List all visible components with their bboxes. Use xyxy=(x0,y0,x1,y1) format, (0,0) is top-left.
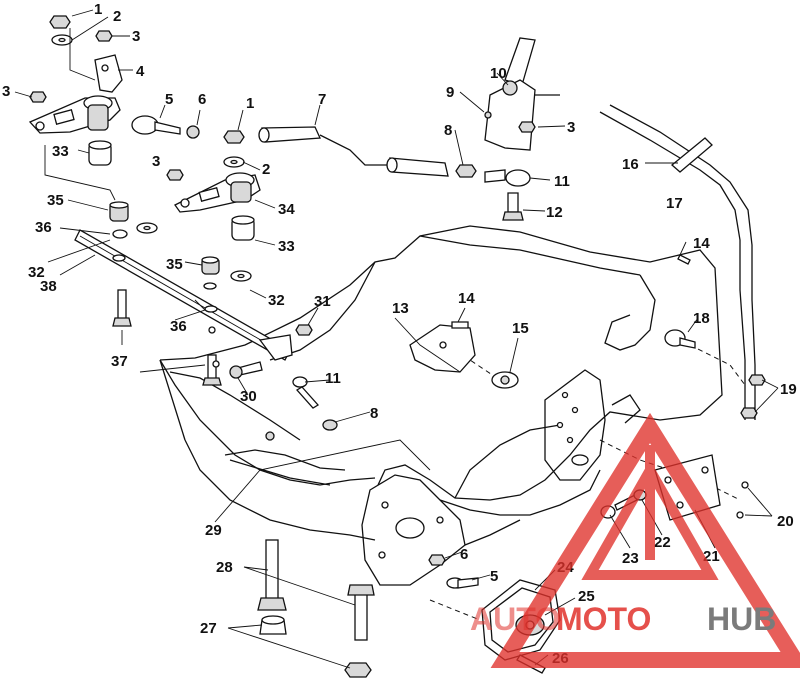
bushing-icon xyxy=(88,140,255,275)
tie-rod-7 xyxy=(258,126,449,177)
callout-34: 34 xyxy=(278,201,295,218)
callout-3c: 3 xyxy=(152,153,160,170)
callout-12: 12 xyxy=(546,204,563,221)
callout-3: 3 xyxy=(132,28,140,45)
callout-7: 7 xyxy=(318,91,326,108)
callout-16: 16 xyxy=(622,156,639,173)
pivot-18 xyxy=(664,329,696,349)
washer-icon xyxy=(51,34,252,313)
callout-6b: 6 xyxy=(460,546,468,563)
callout-labels: 1 2 3 3 4 5 6 1 7 2 3 34 33 32 33 35 36 … xyxy=(2,1,797,667)
leader-lines xyxy=(14,9,779,669)
callout-36: 36 xyxy=(35,219,52,236)
watermark-moto: MOTO xyxy=(556,601,651,637)
callout-22: 22 xyxy=(654,534,671,551)
handlebar-17 xyxy=(599,104,756,420)
callout-9: 9 xyxy=(446,84,454,101)
callout-25: 25 xyxy=(578,588,595,605)
callout-19: 19 xyxy=(780,381,797,398)
callout-17: 17 xyxy=(666,195,683,212)
pitman-arm-left xyxy=(28,95,121,134)
steering-arm-34 xyxy=(174,172,261,213)
callout-20: 20 xyxy=(777,513,794,530)
callout-23: 23 xyxy=(622,550,639,567)
callout-33: 33 xyxy=(52,143,69,160)
callout-13: 13 xyxy=(392,300,409,317)
callout-8: 8 xyxy=(444,122,452,139)
callout-38: 38 xyxy=(40,278,57,295)
callout-15: 15 xyxy=(512,320,529,337)
callout-14b: 14 xyxy=(693,235,710,252)
callout-35b: 35 xyxy=(166,256,183,273)
small-fasteners xyxy=(208,111,492,441)
callout-30: 30 xyxy=(240,388,257,405)
mount-15 xyxy=(491,371,519,389)
callout-36b: 36 xyxy=(170,318,187,335)
callout-1: 1 xyxy=(94,1,102,18)
callout-27: 27 xyxy=(200,620,217,637)
callout-11b: 11 xyxy=(325,370,341,387)
callout-32b: 32 xyxy=(268,292,285,309)
watermark-hub: HUB xyxy=(707,601,776,637)
callout-3d: 3 xyxy=(567,119,575,136)
chassis-frame xyxy=(159,225,746,621)
callout-10: 10 xyxy=(490,65,507,82)
callout-5b: 5 xyxy=(490,568,498,585)
callout-2b: 2 xyxy=(262,161,270,178)
callout-8b: 8 xyxy=(370,405,378,422)
steering-column-10 xyxy=(484,37,560,151)
callout-1b: 1 xyxy=(246,95,254,112)
watermark-text: AUTO MOTO HUB xyxy=(470,601,776,637)
cap-27 xyxy=(259,615,287,635)
bracket-13 xyxy=(409,324,476,373)
callout-32: 32 xyxy=(28,264,45,281)
callout-5: 5 xyxy=(165,91,173,108)
bolt-icon xyxy=(112,192,749,674)
nut-icon xyxy=(29,15,766,678)
callout-29: 29 xyxy=(205,522,222,539)
callout-33b: 33 xyxy=(278,238,295,255)
callout-18: 18 xyxy=(693,310,710,327)
callout-2: 2 xyxy=(113,8,121,25)
callout-11: 11 xyxy=(554,173,570,190)
callout-28: 28 xyxy=(216,559,233,576)
callout-14: 14 xyxy=(458,290,475,307)
callout-35: 35 xyxy=(47,192,64,209)
bracket-4 xyxy=(94,54,123,93)
callout-6: 6 xyxy=(198,91,206,108)
watermark-logo xyxy=(490,412,800,668)
watermark-auto: AUTO xyxy=(470,601,560,637)
rod-end-icon xyxy=(131,115,531,589)
callout-4: 4 xyxy=(136,63,145,80)
steering-rod-38 xyxy=(74,229,293,361)
callout-31: 31 xyxy=(314,293,331,310)
callout-3b: 3 xyxy=(2,83,10,100)
callout-37: 37 xyxy=(111,353,128,370)
